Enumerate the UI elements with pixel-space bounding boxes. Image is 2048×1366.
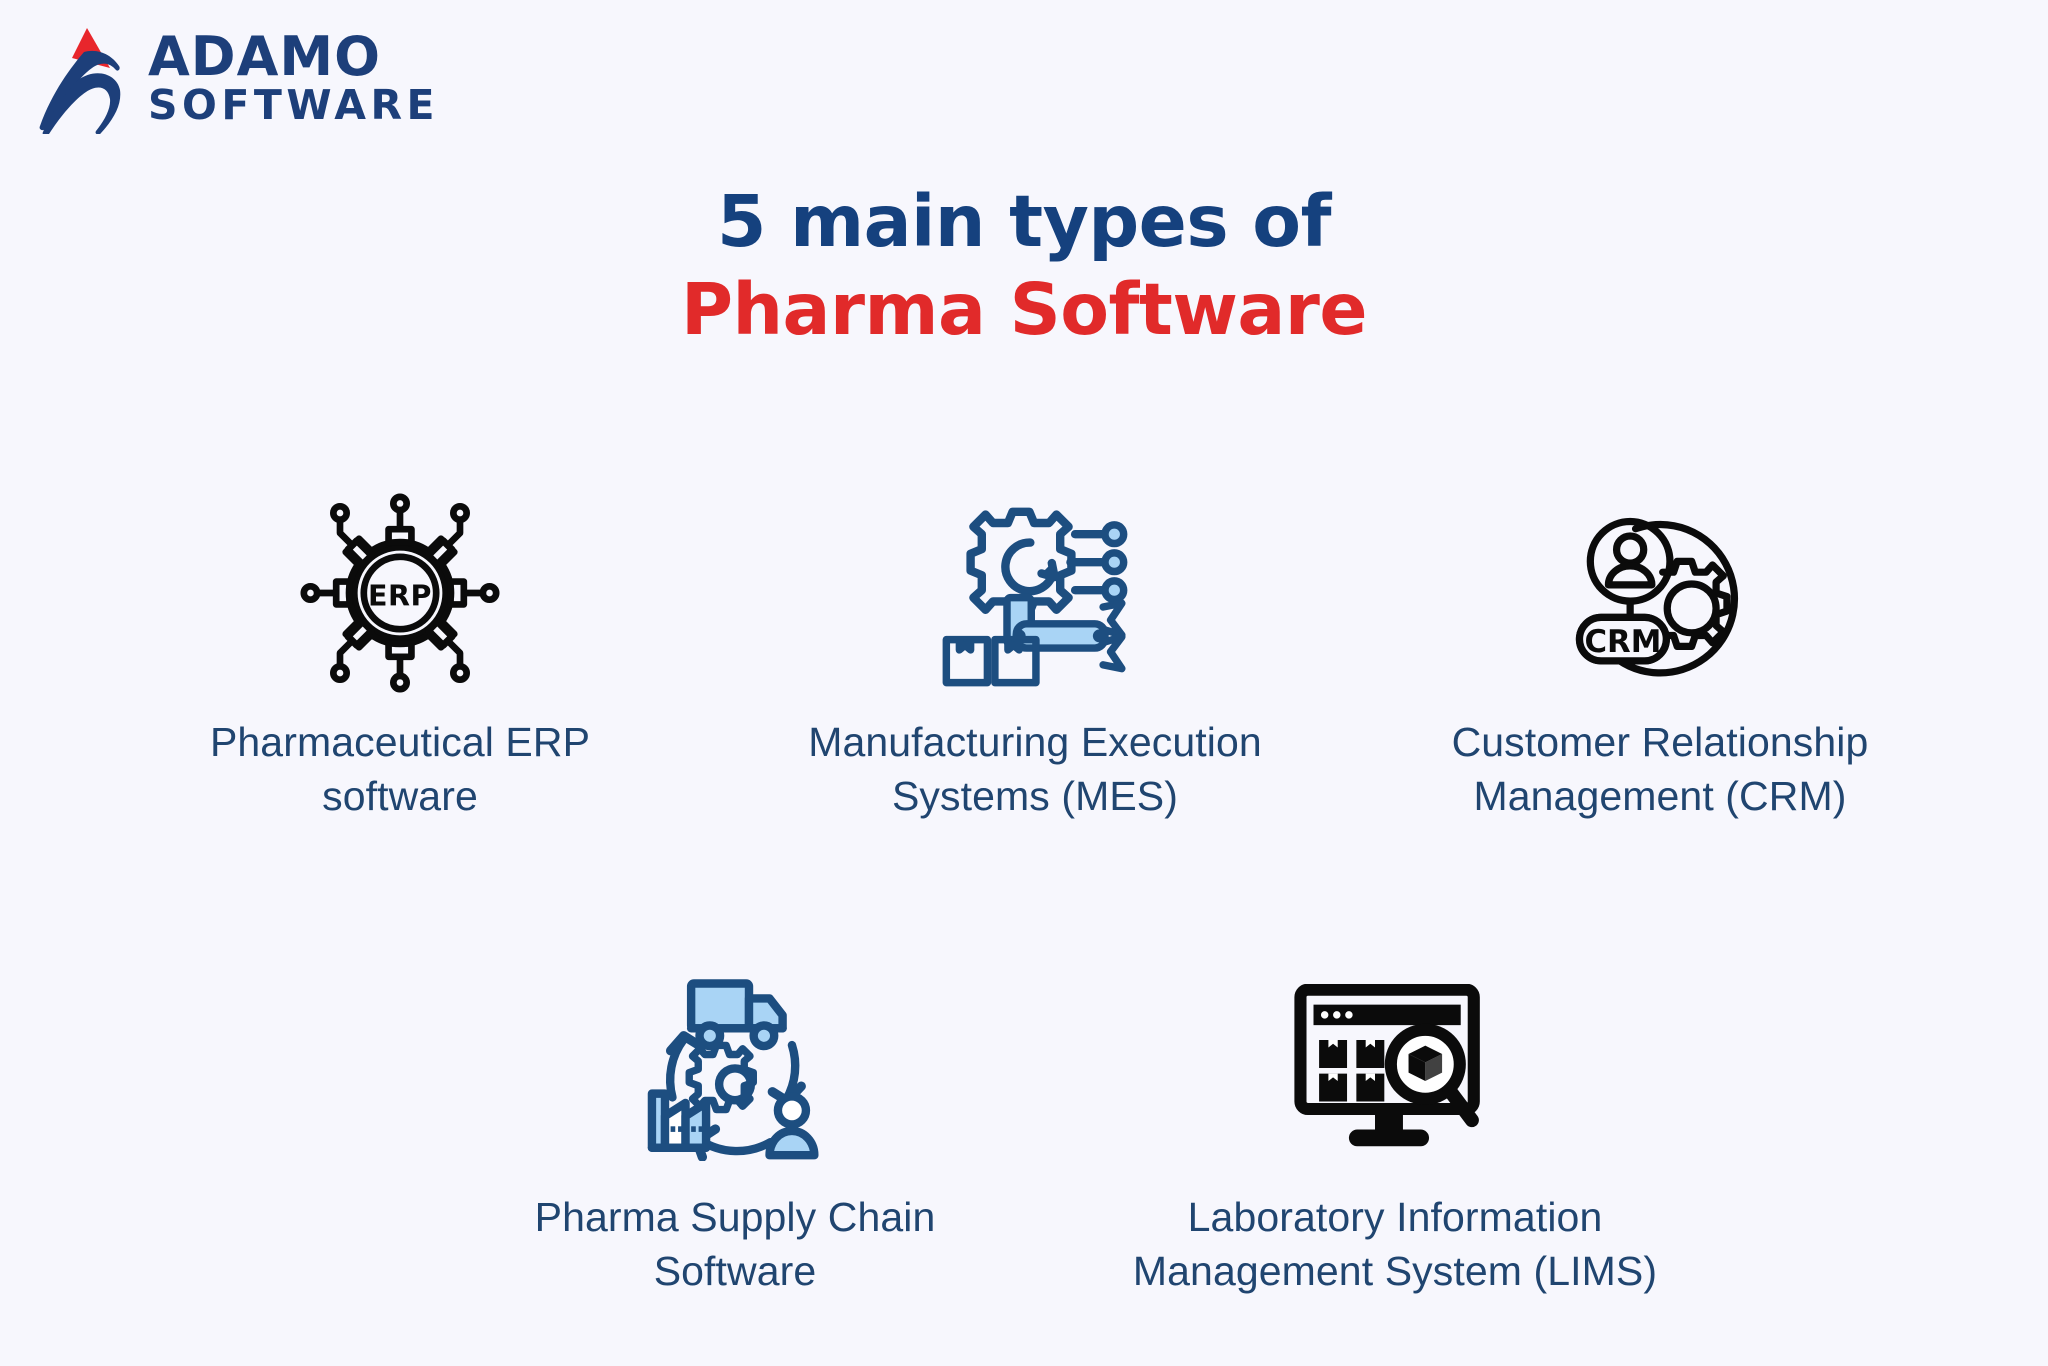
card-erp: ERP Pharmaceutical ERP software: [140, 490, 660, 823]
lims-monitor-magnifier-icon: [1293, 965, 1498, 1170]
label-line-1: Manufacturing Execution: [808, 719, 1262, 765]
label-line-1: Laboratory Information: [1187, 1194, 1603, 1240]
label-line-2: Management (CRM): [1473, 773, 1847, 820]
label-line-2: software: [322, 773, 478, 820]
svg-text:ERP: ERP: [368, 578, 432, 612]
card-label-erp: Pharmaceutical ERP software: [150, 715, 650, 823]
label-line-1: Pharma Supply Chain: [534, 1194, 936, 1240]
logo-wordmark-secondary: SOFTWARE: [148, 81, 440, 130]
label-line-2: Systems (MES): [891, 773, 1179, 820]
title-line-accent: Pharma Software: [680, 268, 1368, 352]
adamo-software-logo: ADAMO SOFTWARE: [30, 18, 450, 138]
label-line-2: Management System (LIMS): [1132, 1248, 1658, 1295]
label-line-1: Pharmaceutical ERP: [209, 719, 591, 765]
label-line-2: Software: [653, 1248, 817, 1295]
label-line-1: Customer Relationship: [1451, 719, 1869, 765]
title-line-primary: 5 main types of: [717, 180, 1331, 263]
mes-robot-arm-gear-icon: [937, 490, 1133, 695]
crm-person-gear-cycle-icon: CRM: [1565, 490, 1755, 695]
supply-chain-truck-factory-cycle-icon: [637, 965, 833, 1170]
erp-gear-network-icon: ERP: [300, 490, 500, 695]
page-title: 5 main types of Pharma Software: [0, 178, 2048, 354]
svg-text:CRM: CRM: [1584, 623, 1661, 659]
adamo-swoosh-logo-icon: [30, 22, 138, 136]
logo-wordmark-primary: ADAMO: [148, 24, 382, 88]
